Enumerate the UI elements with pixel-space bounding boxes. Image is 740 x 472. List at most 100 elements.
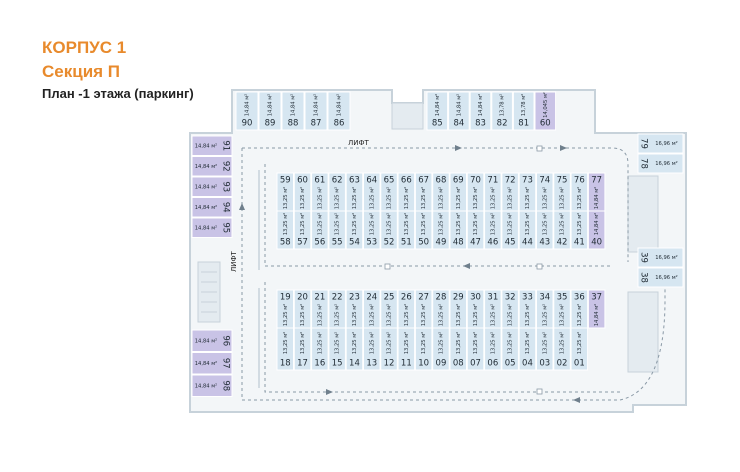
- space-number: 02: [557, 359, 568, 369]
